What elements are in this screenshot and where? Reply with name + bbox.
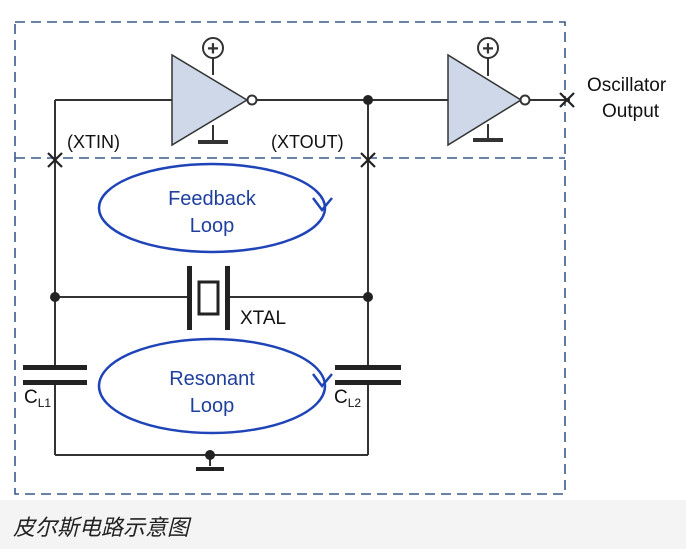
crystal-body <box>197 280 220 316</box>
chip-outer-box <box>14 21 566 495</box>
amplifier-1-plus-circle <box>202 37 224 59</box>
capacitor-cl1-plate-top <box>23 365 87 370</box>
capacitor-cl1 <box>23 365 87 385</box>
ground-bar <box>196 467 224 471</box>
junction-dot-xtal-left <box>50 292 60 302</box>
resonant-loop: Resonant Loop <box>97 337 333 435</box>
cl2-label-main: C <box>334 387 348 408</box>
xtout-pin-cross-icon <box>360 152 376 168</box>
crystal-xtal <box>187 266 230 330</box>
capacitor-cl2-plate-top <box>335 365 401 370</box>
pin-markers <box>47 92 575 168</box>
wires <box>54 58 570 466</box>
amplifier-1: + <box>171 37 258 147</box>
junction-dots <box>50 95 373 302</box>
junction-dot-output <box>363 95 373 105</box>
xtout-label: (XTOUT) <box>271 132 344 152</box>
resonant-loop-label-1: Resonant <box>169 368 255 390</box>
amplifier-2-inverter-bubble <box>519 94 531 106</box>
amplifier-1-triangle-icon <box>171 53 249 147</box>
output-pin-cross-icon <box>559 92 575 108</box>
ground-node-dot <box>205 450 215 460</box>
amplifier-2-ground-bar <box>473 138 503 142</box>
amplifier-1-inverter-bubble <box>246 94 258 106</box>
feedback-loop-arrow-icon <box>312 197 333 213</box>
capacitor-cl1-plate-bottom <box>23 380 87 385</box>
ground-symbol-icon <box>196 450 224 471</box>
amplifier-2-plus-circle <box>477 37 499 59</box>
amplifier-2: + <box>447 37 531 147</box>
cl1-label: CL1 <box>24 387 51 410</box>
resonant-loop-arrow-icon <box>312 373 333 389</box>
resonant-loop-label-2: Loop <box>190 395 235 417</box>
amplifier-2-plus-sign: + <box>482 38 494 60</box>
feedback-loop-label-2: Loop <box>190 215 235 237</box>
capacitor-cl2 <box>335 365 401 385</box>
amplifier-1-ground-bar <box>198 140 228 144</box>
crystal-right-plate <box>225 266 230 330</box>
chip-boundary <box>14 21 566 495</box>
junction-dot-xtal-right <box>363 292 373 302</box>
cl1-label-sub: L1 <box>38 396 52 410</box>
crystal-left-plate <box>187 266 192 330</box>
resonant-loop-ellipse <box>97 337 327 435</box>
xtin-pin-cross-icon <box>47 152 63 168</box>
oscillator-output-label-2: Output <box>602 101 660 122</box>
amplifier-2-triangle-icon <box>447 53 523 147</box>
feedback-loop-label-1: Feedback <box>168 188 257 210</box>
amplifier-1-plus-sign: + <box>207 38 219 60</box>
pierce-oscillator-diagram: + + <box>14 21 667 495</box>
feedback-loop: Feedback Loop <box>97 162 333 254</box>
cl2-label: CL2 <box>334 387 361 410</box>
oscillator-output-label-1: Oscillator <box>587 75 667 96</box>
cl2-label-sub: L2 <box>348 396 362 410</box>
cl1-label-main: C <box>24 387 38 408</box>
figure-caption: 皮尔斯电路示意图 <box>0 500 686 549</box>
xtin-label: (XTIN) <box>67 132 120 152</box>
xtal-label: XTAL <box>240 308 286 329</box>
figure-caption-text: 皮尔斯电路示意图 <box>13 516 190 541</box>
capacitor-cl2-plate-bottom <box>335 380 401 385</box>
